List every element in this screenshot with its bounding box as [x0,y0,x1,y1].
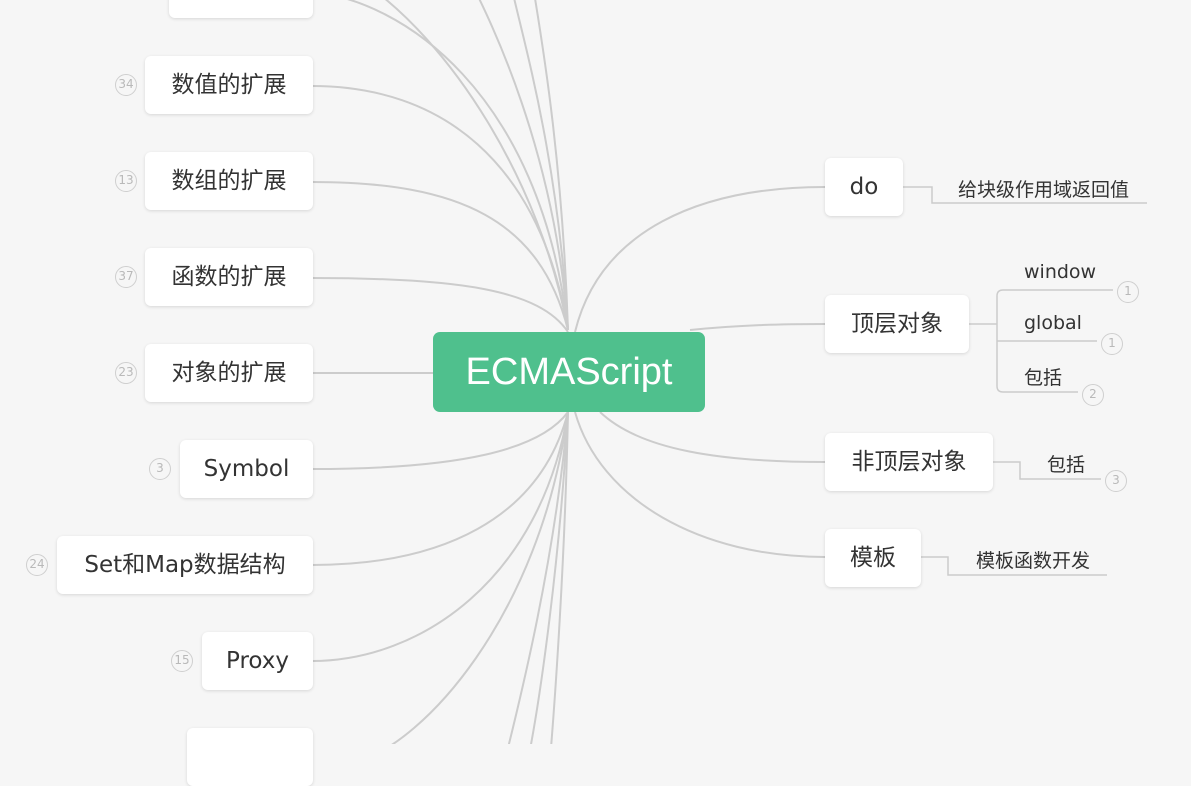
leaf-global[interactable]: global [1024,312,1082,334]
count-badge-object-extension[interactable]: 23 [115,362,137,384]
leaf-include-top[interactable]: 包括 [1024,367,1063,389]
branch-node-do[interactable]: do [825,158,903,216]
branch-node-set-map[interactable]: Set和Map数据结构 [57,536,313,594]
branch-node-offscreen-top[interactable] [169,0,313,18]
connector-offscreen-top-2 [478,0,569,331]
branch-node-template[interactable]: 模板 [825,529,921,587]
count-badge-array-extension[interactable]: 13 [115,170,137,192]
connector-offscreen-top-3 [513,0,569,331]
connector-do-child [903,186,1147,204]
connector-right-do [574,186,826,333]
leaf-return-value[interactable]: 给块级作用域返回值 [958,179,1130,201]
mindmap-connectors [311,0,1147,744]
connector-left-7 [311,411,569,566]
connector-non-top-child [993,461,1101,480]
connector-left-1 [346,0,569,331]
connector-right-template [574,411,826,558]
branch-node-object-extension[interactable]: 对象的扩展 [145,344,313,402]
branch-node-number-extension[interactable]: 数值的扩展 [145,56,313,114]
leaf-include-non-top[interactable]: 包括 [1047,454,1086,476]
branch-node-offscreen-bottom[interactable] [187,728,313,786]
count-badge-number-extension[interactable]: 34 [115,74,137,96]
connector-right-top-level [689,323,826,331]
branch-node-array-extension[interactable]: 数组的扩展 [145,152,313,210]
connector-left-3 [311,181,569,331]
count-badge-proxy[interactable]: 15 [171,650,193,672]
connector-template-child [921,556,1107,576]
connector-right-non-top-level [599,411,826,463]
branch-node-symbol[interactable]: Symbol [180,440,313,498]
branch-node-top-level-object[interactable]: 顶层对象 [825,295,969,353]
leaf-window[interactable]: window [1024,261,1097,283]
branch-node-proxy[interactable]: Proxy [202,632,313,690]
branch-node-non-top-level-object[interactable]: 非顶层对象 [825,433,993,491]
connector-offscreen-bottom-3 [550,411,569,744]
connector-offscreen-top-4 [534,0,569,331]
count-badge-window[interactable]: 1 [1117,281,1139,303]
connector-left-8 [311,411,569,662]
count-badge-include-non-top[interactable]: 3 [1105,470,1127,492]
connector-left-9 [390,411,569,744]
connector-left-2 [311,85,569,331]
connector-left-4 [311,277,569,333]
count-badge-function-extension[interactable]: 37 [115,266,137,288]
root-node[interactable]: ECMAScript [433,332,705,412]
count-badge-global[interactable]: 1 [1101,333,1123,355]
count-badge-set-map[interactable]: 24 [26,554,48,576]
connector-offscreen-bottom-2 [530,411,569,744]
branch-node-function-extension[interactable]: 函数的扩展 [145,248,313,306]
leaf-template-function[interactable]: 模板函数开发 [976,550,1091,572]
count-badge-include-top[interactable]: 2 [1082,384,1104,406]
connector-left-6 [311,411,569,470]
connector-offscreen-bottom-1 [507,411,569,744]
count-badge-symbol[interactable]: 3 [149,458,171,480]
